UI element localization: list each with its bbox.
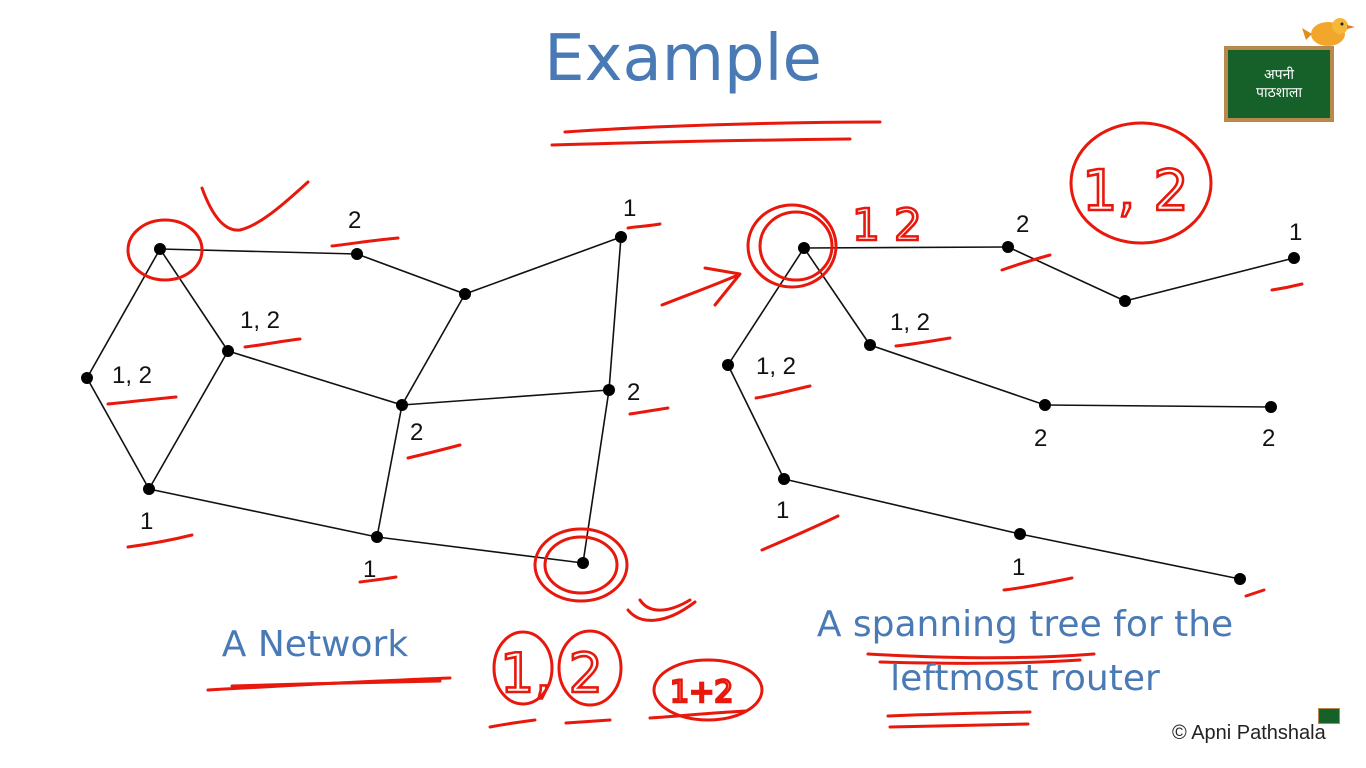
tree-node [798, 242, 810, 254]
tree-label: 2 [1262, 425, 1275, 452]
hand-label-bottom: 1, 2 [500, 642, 603, 705]
hand-label-root: 1 2 [852, 200, 922, 251]
hand-circle-2 [557, 629, 623, 707]
tree-node [1288, 252, 1300, 264]
network-node [396, 399, 408, 411]
hand-circle-1 [492, 630, 554, 706]
tree-node [1234, 573, 1246, 585]
tree-label: 2 [1016, 211, 1029, 238]
hand-annotations: 1, 2 1, 2 1+2 1 2 [106, 120, 1304, 729]
network-node [615, 231, 627, 243]
network-edges [86, 236, 622, 564]
hand-label-top: 1, 2 [1082, 159, 1189, 224]
hand-circle-sum [652, 658, 764, 722]
tree-edges [727, 246, 1295, 580]
logo-line: पाठशाला [1256, 85, 1302, 101]
network-label: 1, 2 [240, 307, 280, 334]
network-node [81, 372, 93, 384]
checkmark-annotation [200, 180, 310, 232]
network-label: 2 [410, 419, 423, 446]
footer-logo-icon [1318, 708, 1340, 724]
logo-board: अपनी पाठशाला [1224, 46, 1334, 122]
tree-node [864, 339, 876, 351]
network-node [143, 483, 155, 495]
network-label: 1, 2 [112, 362, 152, 389]
big-circle-annotation [1069, 121, 1213, 245]
tree-label: 1 [776, 497, 789, 524]
tree-node [1265, 401, 1277, 413]
tree-node [1119, 295, 1131, 307]
network-node [603, 384, 615, 396]
dest-node-circle [533, 527, 629, 603]
caption-right-underline [866, 652, 1096, 660]
network-node [371, 531, 383, 543]
source-node-circle [126, 218, 204, 282]
arrow-annotation [660, 266, 742, 307]
network-label: 2 [348, 207, 361, 234]
network-label: 1 [140, 508, 153, 535]
tree-label: 1 [1012, 554, 1025, 581]
caption-line: leftmost router [890, 658, 1160, 699]
network-labels: 2 1 1, 2 1, 2 2 2 1 1 [112, 195, 640, 583]
tree-label: 1 [1289, 219, 1302, 246]
caption-spanning-tree: A spanning tree for the leftmost router [790, 598, 1260, 706]
network-node [459, 288, 471, 300]
network-node [351, 248, 363, 260]
tree-labels: 2 1 1, 2 1, 2 2 2 1 1 [756, 211, 1302, 581]
network-node [222, 345, 234, 357]
slide-title: Example [544, 22, 822, 96]
tree-label: 2 [1034, 425, 1047, 452]
network-label: 2 [627, 379, 640, 406]
network-node [577, 557, 589, 569]
network-nodes [81, 231, 627, 569]
tree-label: 1, 2 [756, 353, 796, 380]
caption-network: A Network [221, 624, 409, 665]
bird-icon [1302, 18, 1355, 46]
tree-node [1014, 528, 1026, 540]
network-label: 1 [363, 556, 376, 583]
hand-label-sum: 1+2 [670, 675, 733, 710]
root-node-circle [746, 203, 838, 289]
network-label: 1 [623, 195, 636, 222]
footer-copyright: © Apni Pathshala [1172, 722, 1326, 744]
tree-node [778, 473, 790, 485]
network-node [154, 243, 166, 255]
tree-node [1039, 399, 1051, 411]
tree-node [722, 359, 734, 371]
title-underline [563, 120, 882, 134]
tree-node [1002, 241, 1014, 253]
caption-line: A spanning tree for the [816, 604, 1234, 645]
logo-line: अपनी [1263, 67, 1295, 83]
tree-nodes [722, 241, 1300, 585]
tree-label: 1, 2 [890, 309, 930, 336]
